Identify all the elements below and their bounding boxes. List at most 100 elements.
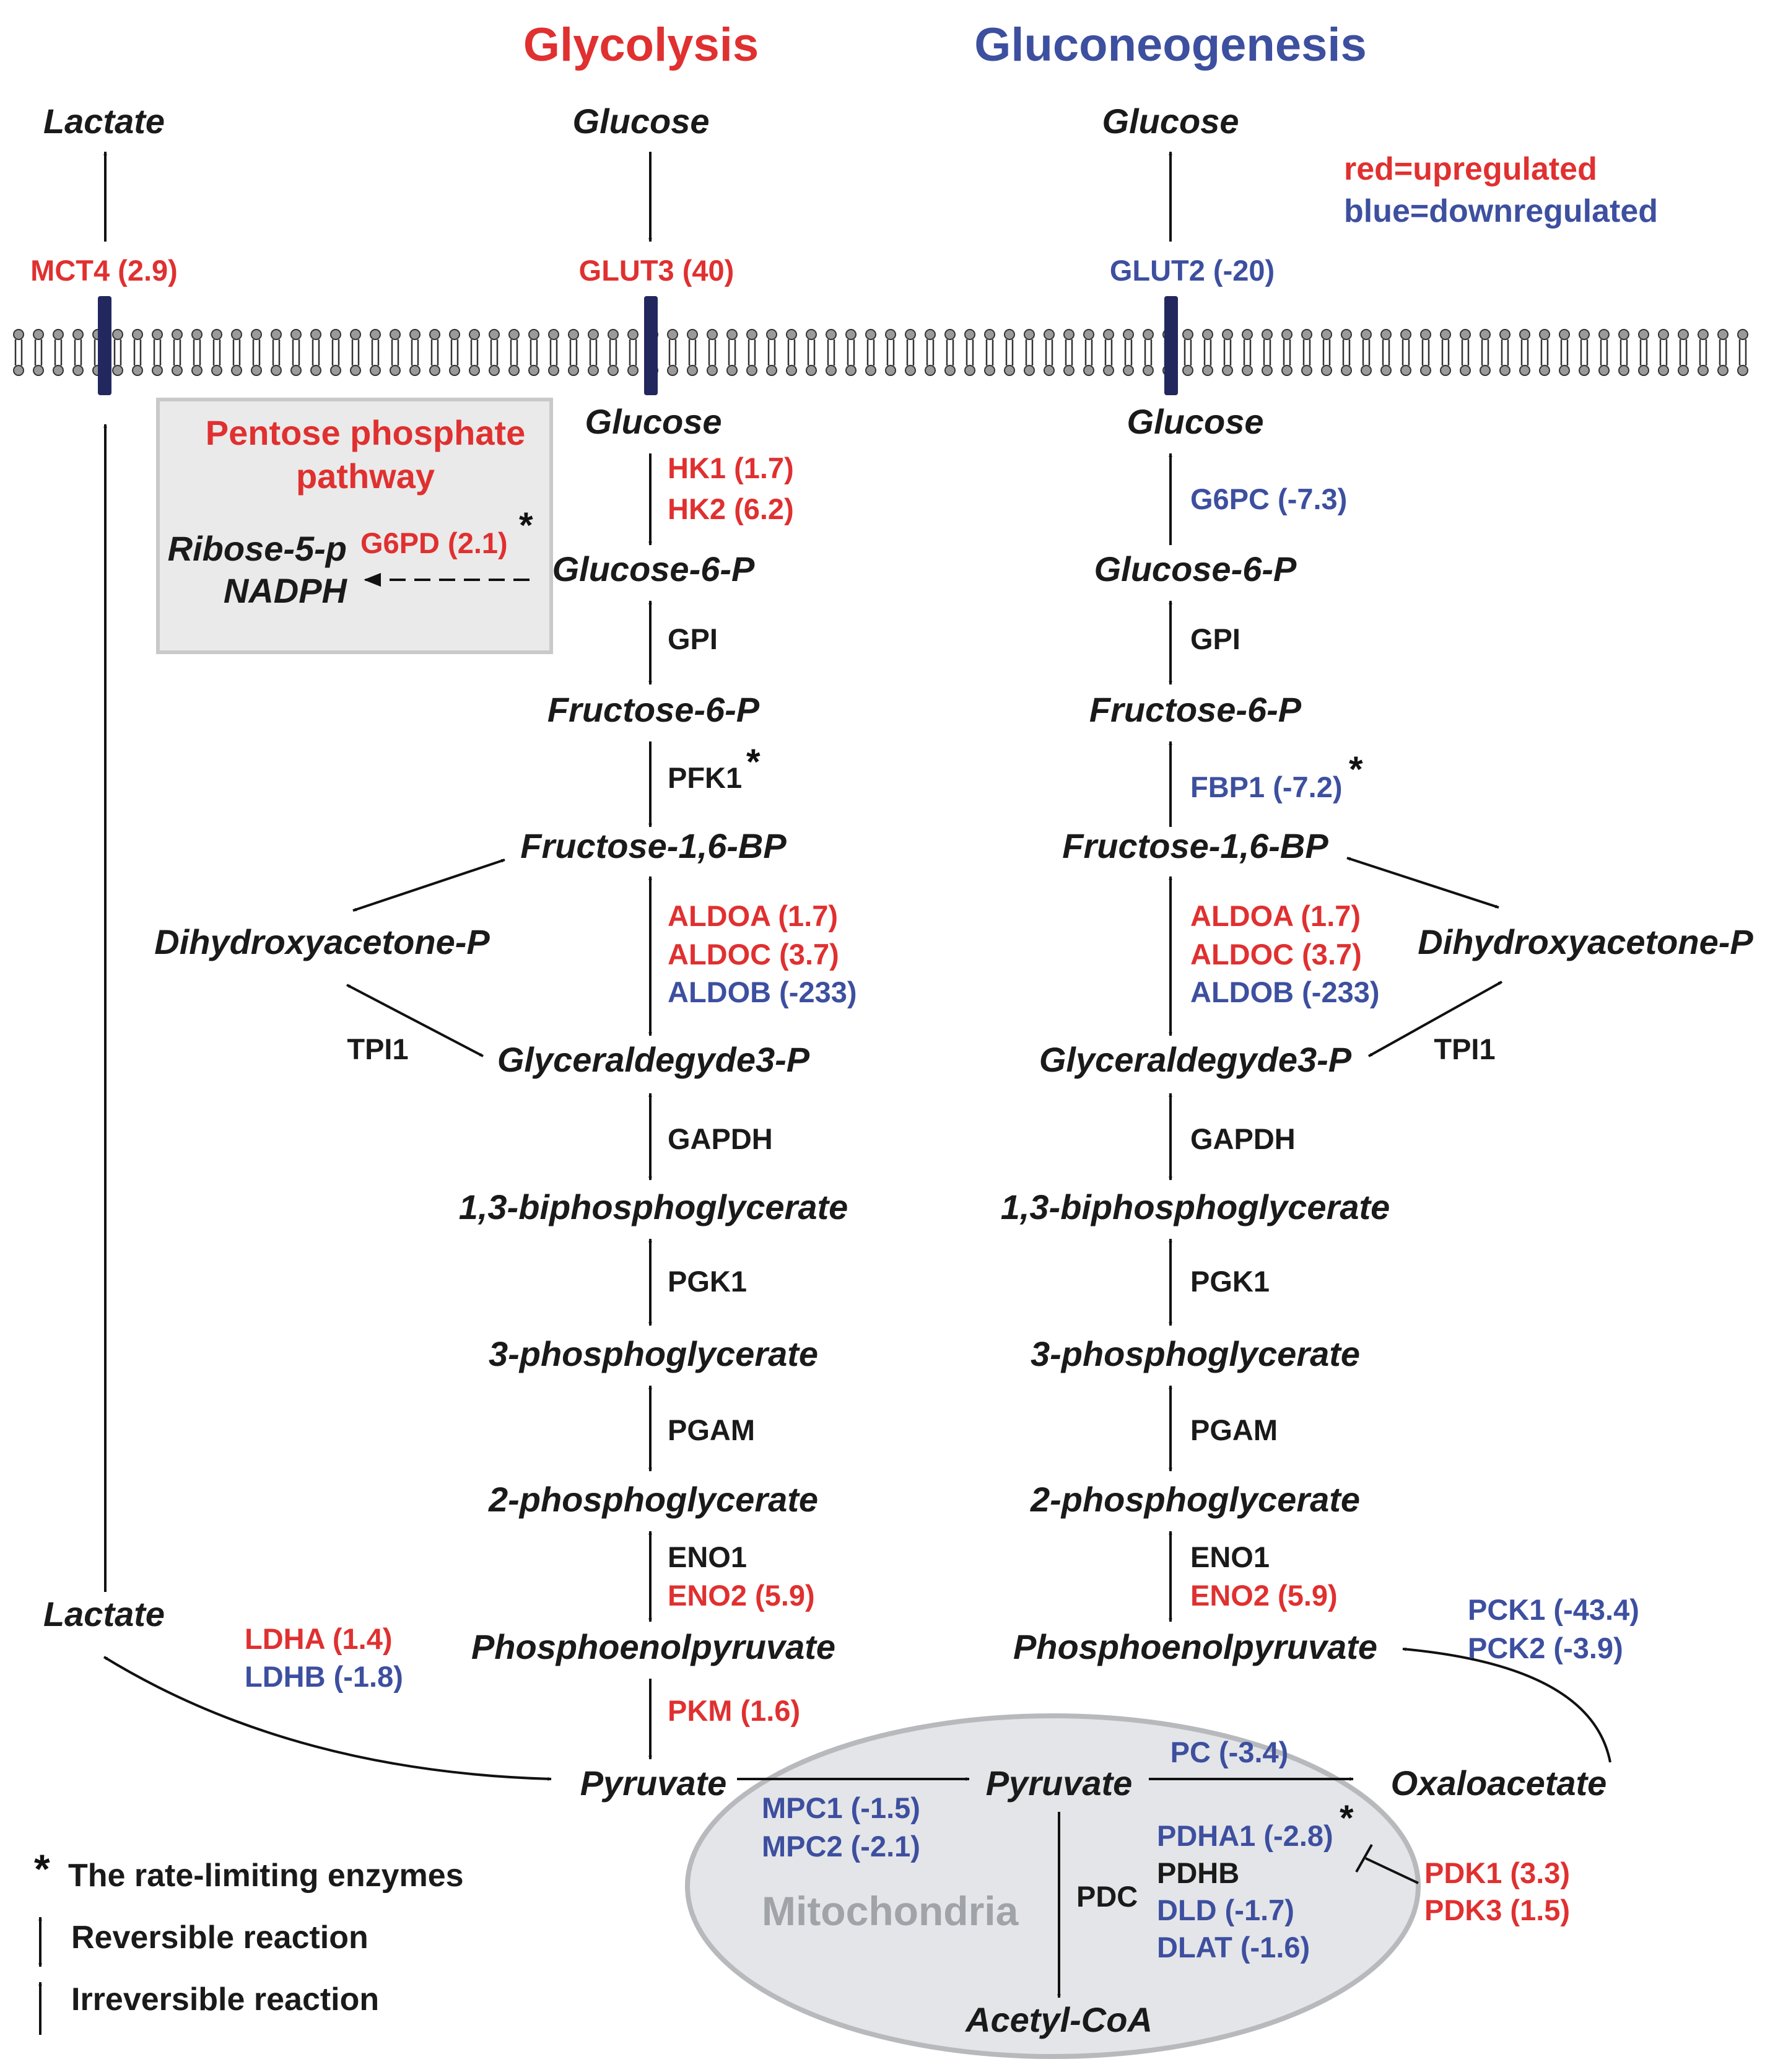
lipid-head	[588, 329, 599, 340]
fbp1-rate-limiting-star: *	[1349, 750, 1363, 790]
lipid-head	[1598, 365, 1610, 376]
pentose-phosphate-box	[156, 398, 553, 654]
lipid-head	[984, 365, 995, 376]
gng-1-3-biphosphoglycerate: 1,3-biphosphoglycerate	[1001, 1187, 1390, 1226]
lipid-head	[1579, 365, 1590, 376]
ldha-label: LDHA (1.4)	[245, 1622, 393, 1655]
lipid-head	[152, 365, 163, 376]
lipid-head	[568, 365, 579, 376]
lipid-head	[390, 365, 401, 376]
mpc2-label: MPC2 (-2.1)	[762, 1830, 920, 1863]
lipid-head	[1044, 329, 1055, 340]
lipid-head	[1519, 365, 1530, 376]
lipid-head	[1420, 329, 1431, 340]
gly-dihydroxyacetone-p: Dihydroxyacetone-P	[154, 922, 490, 961]
gly-pgam-label: PGAM	[668, 1414, 755, 1446]
lipid-head	[112, 365, 123, 376]
acetyl-coa: Acetyl-CoA	[964, 2000, 1153, 2039]
lipid-head	[152, 329, 163, 340]
key-rate-limiting: The rate-limiting enzymes	[68, 1858, 464, 1894]
lipid-head	[1024, 329, 1035, 340]
lipid-head	[1539, 329, 1550, 340]
lipid-head	[1559, 329, 1570, 340]
gly-gpi-label: GPI	[668, 623, 718, 655]
lipid-head	[251, 329, 262, 340]
key-star: *	[34, 1846, 50, 1892]
lipid-head	[806, 329, 817, 340]
lipid-head	[746, 329, 757, 340]
gly-pyruvate: Pyruvate	[580, 1764, 727, 1803]
lipid-head	[1301, 365, 1312, 376]
pfk1-rate-limiting-star: *	[746, 742, 761, 782]
ppp-title-line2: pathway	[296, 457, 435, 496]
lipid-head	[1678, 365, 1689, 376]
lipid-head	[1559, 365, 1570, 376]
lipid-head	[251, 365, 262, 376]
lipid-head	[1480, 329, 1491, 340]
lipid-head	[1242, 329, 1253, 340]
lipid-head	[548, 365, 559, 376]
lipid-head	[1063, 329, 1075, 340]
lipid-head	[627, 365, 639, 376]
lipid-head	[172, 365, 183, 376]
gng-dhap-to-g3p-arrow	[1368, 981, 1502, 1057]
glucose-outside-gluconeogenesis: Glucose	[1102, 102, 1239, 141]
gng-fructose-1-6-bp: Fructose-1,6-BP	[1062, 826, 1328, 865]
g6pd-rate-limiting-star: *	[519, 505, 533, 546]
lipid-head	[905, 329, 916, 340]
hk2-label: HK2 (6.2)	[668, 492, 794, 525]
lipid-head	[667, 329, 678, 340]
gly-pgk1-label: PGK1	[668, 1265, 747, 1298]
gng-eno2-label: ENO2 (5.9)	[1190, 1579, 1338, 1612]
lipid-head	[172, 329, 183, 340]
lipid-head	[1123, 365, 1134, 376]
lipid-head	[707, 329, 718, 340]
lipid-head	[1044, 365, 1055, 376]
lipid-head	[1420, 365, 1431, 376]
lipid-head	[865, 329, 876, 340]
g6pc-label: G6PC (-7.3)	[1190, 483, 1347, 515]
lipid-head	[627, 329, 639, 340]
lipid-head	[588, 365, 599, 376]
gng-gapdh-label: GAPDH	[1190, 1122, 1296, 1155]
lipid-head	[370, 365, 381, 376]
lipid-head	[409, 329, 421, 340]
lipid-head	[568, 329, 579, 340]
lipid-head	[271, 329, 282, 340]
lipid-head	[1698, 329, 1709, 340]
pc-label: PC (-3.4)	[1171, 1736, 1289, 1768]
lipid-head	[1341, 365, 1352, 376]
lipid-head	[33, 329, 44, 340]
pck1-label: PCK1 (-43.4)	[1468, 1593, 1639, 1626]
pdha1-rate-limiting-star: *	[1340, 1798, 1354, 1838]
lipid-head	[330, 329, 341, 340]
lipid-head	[13, 365, 24, 376]
lipid-head	[1301, 329, 1312, 340]
lipid-head	[1341, 329, 1352, 340]
lipid-head	[667, 365, 678, 376]
key-irreversible: Irreversible reaction	[71, 1982, 379, 2017]
mitochondria-ellipse	[685, 1713, 1421, 2059]
lipid-head	[786, 329, 797, 340]
gng-glyceraldehyde-3-p: Glyceraldegyde3-P	[1039, 1040, 1352, 1079]
lipid-head	[964, 365, 975, 376]
lipid-head	[1202, 329, 1213, 340]
pdk3-label: PDK3 (1.5)	[1424, 1894, 1570, 1926]
gly-dhap-to-g3p-arrow	[346, 984, 484, 1057]
lipid-head	[885, 329, 896, 340]
lipid-head	[1539, 365, 1550, 376]
glycolysis-title: Glycolysis	[523, 19, 759, 71]
lipid-head	[925, 365, 936, 376]
lipid-head	[1321, 365, 1332, 376]
lipid-head	[766, 329, 777, 340]
pdk1-label: PDK1 (3.3)	[1424, 1856, 1570, 1889]
lipid-head	[1519, 329, 1530, 340]
lipid-head	[528, 329, 539, 340]
gly-tpi1-label: TPI1	[347, 1033, 408, 1065]
mitochondria-label: Mitochondria	[762, 1888, 1019, 1934]
gng-gpi-label: GPI	[1190, 623, 1240, 655]
pkm-label: PKM (1.6)	[668, 1694, 800, 1727]
legend-upregulated: red=upregulated	[1344, 151, 1597, 187]
lipid-head	[1380, 365, 1392, 376]
gly-glucose-6-p: Glucose-6-P	[552, 549, 755, 588]
